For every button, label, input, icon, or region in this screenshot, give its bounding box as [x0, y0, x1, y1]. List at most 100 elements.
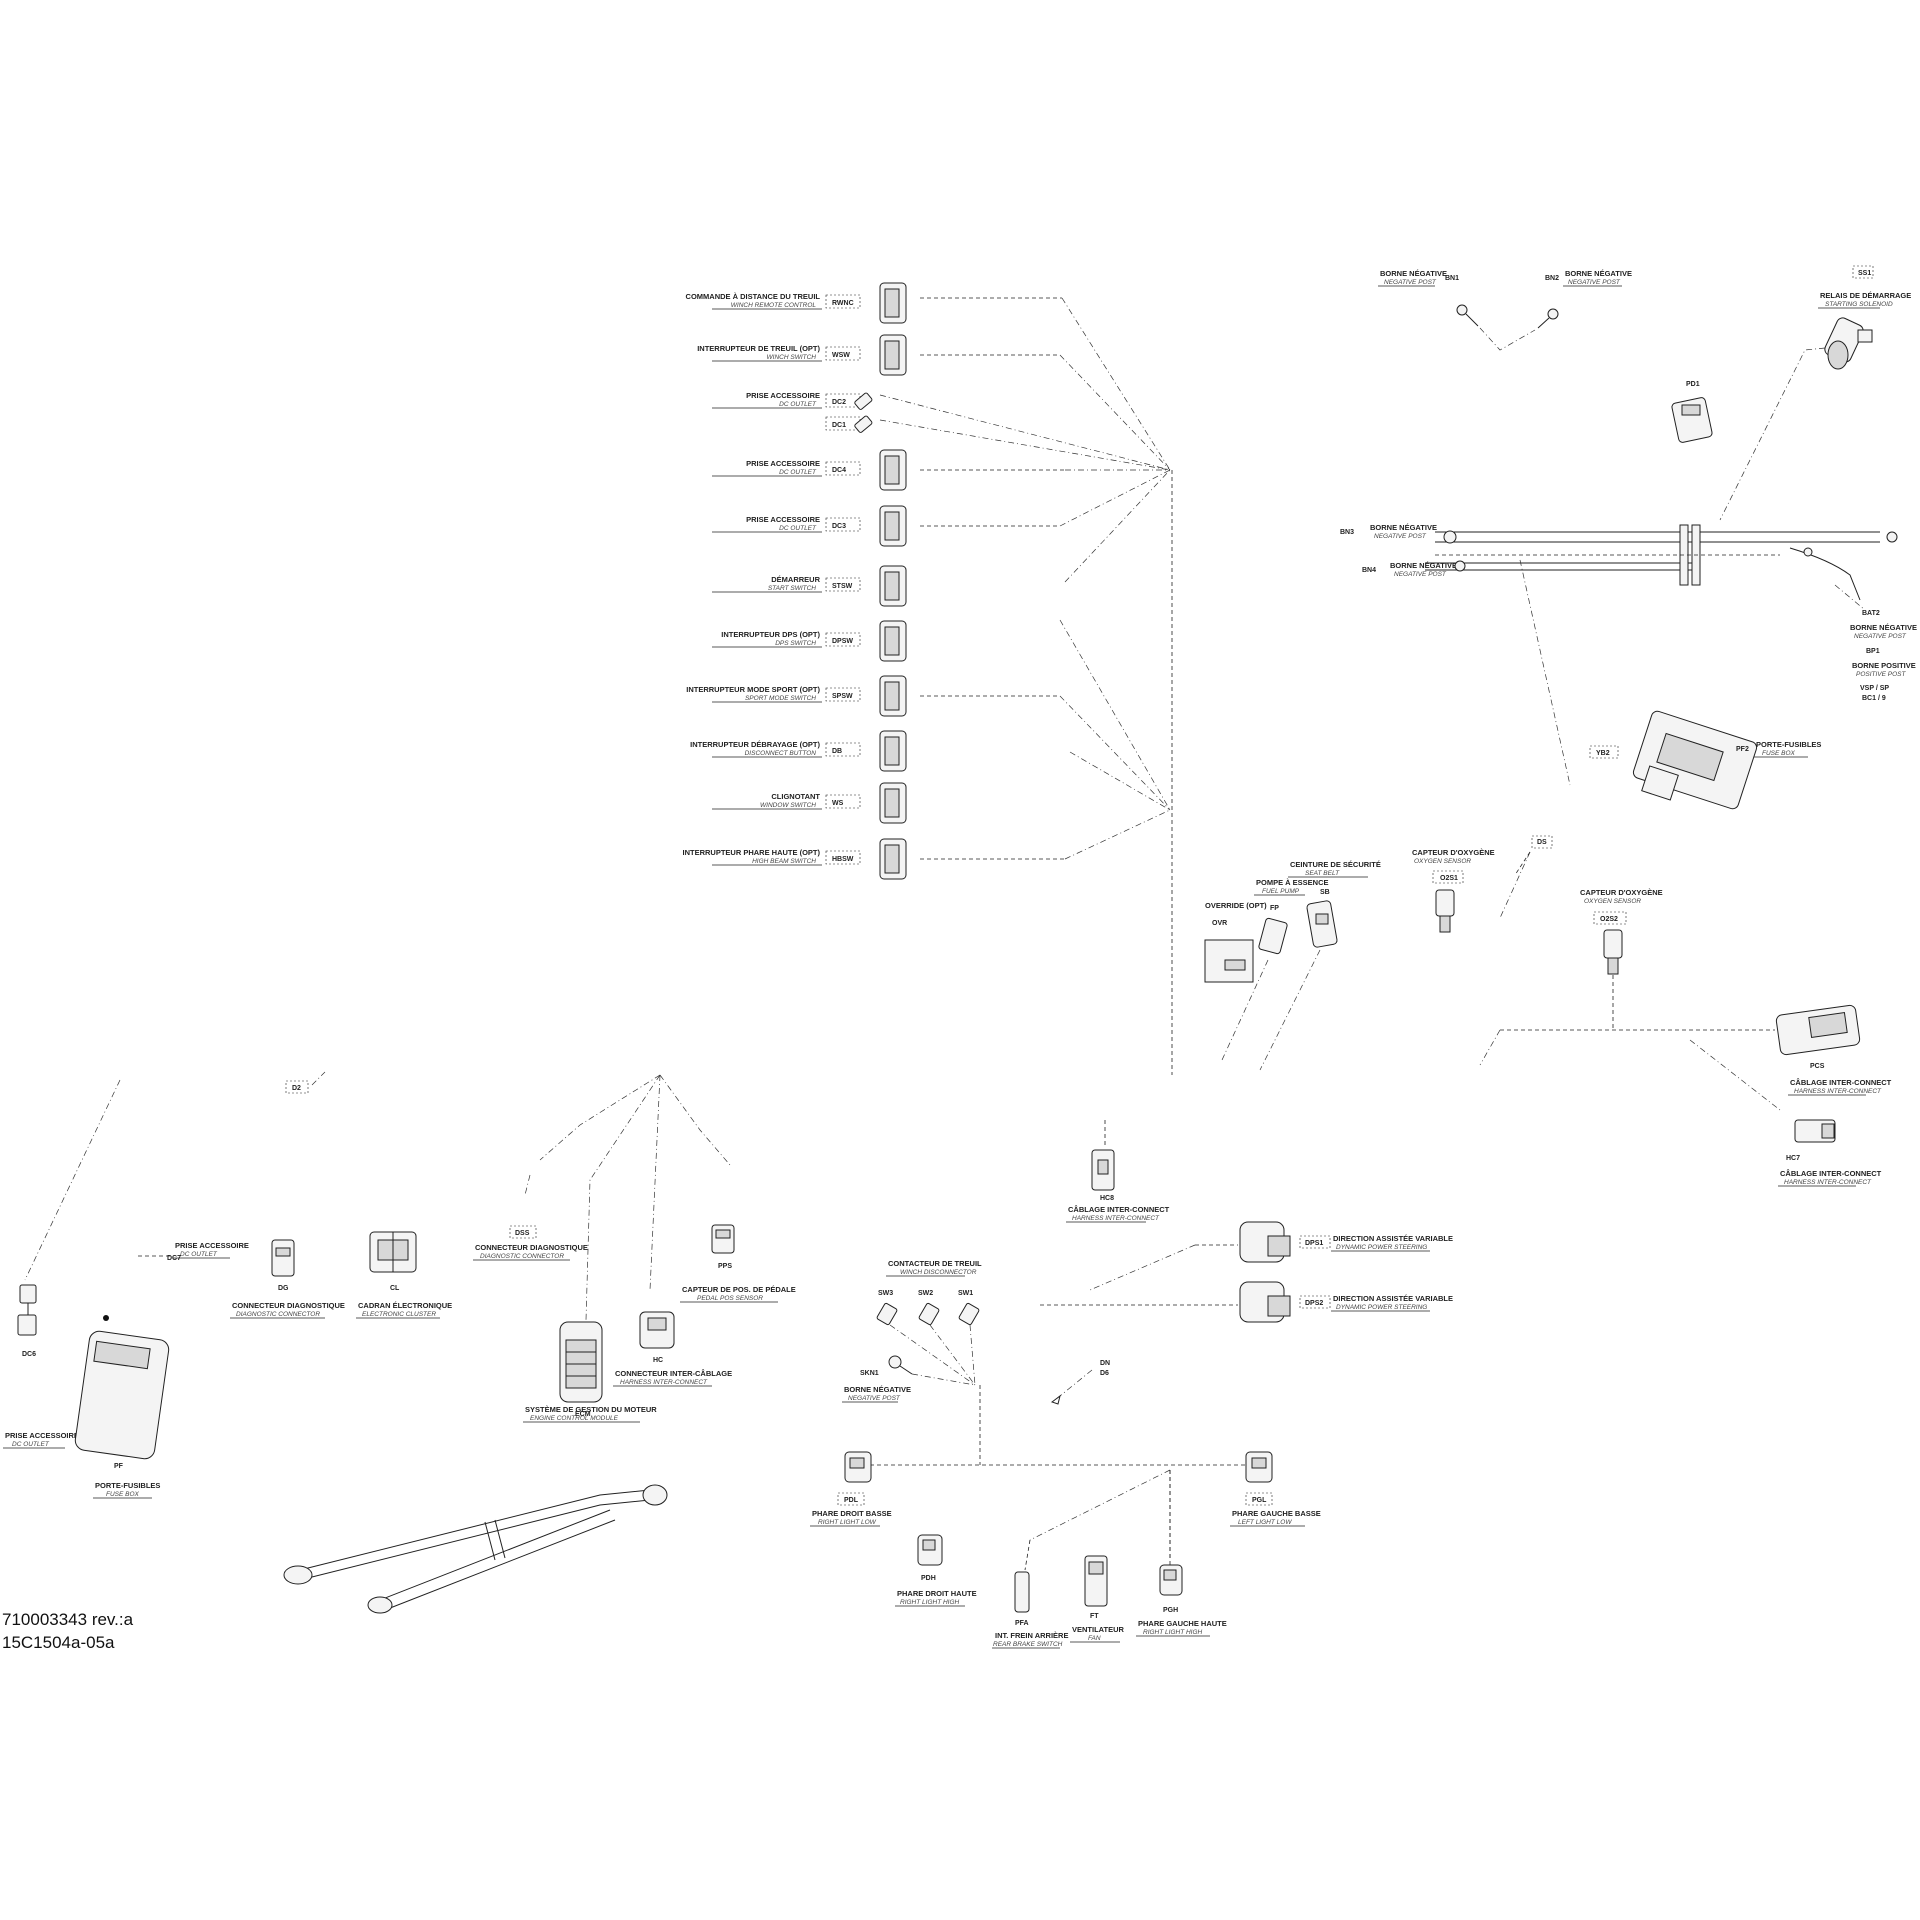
- svg-text:CAPTEUR D'OXYGÈNE: CAPTEUR D'OXYGÈNE: [1412, 848, 1495, 857]
- battery-area: BORNE NÉGATIVE NEGATIVE POST BN1 BN2 BOR…: [1340, 265, 1917, 810]
- svg-text:NEGATIVE POST: NEGATIVE POST: [1374, 533, 1427, 540]
- diagnostic-connector-icon: [271, 1239, 295, 1277]
- svg-text:FUEL PUMP: FUEL PUMP: [1262, 888, 1300, 895]
- fan-connector-icon: [1084, 1555, 1108, 1607]
- svg-text:O2S2: O2S2: [1600, 916, 1618, 923]
- component-code: STSW: [832, 583, 853, 590]
- svg-text:FP: FP: [1270, 905, 1279, 912]
- component-code: DPSW: [832, 638, 853, 645]
- svg-text:HC7: HC7: [1786, 1155, 1800, 1162]
- svg-text:ELECTRONIC CLUSTER: ELECTRONIC CLUSTER: [362, 1311, 436, 1318]
- svg-text:CÂBLAGE INTER-CONNECT: CÂBLAGE INTER-CONNECT: [1790, 1078, 1892, 1087]
- svg-text:PORTE-FUSIBLES: PORTE-FUSIBLES: [1756, 740, 1821, 749]
- power-steering-dps2-icon: [1239, 1281, 1291, 1323]
- svg-text:WINCH DISCONNECTOR: WINCH DISCONNECTOR: [900, 1269, 977, 1276]
- svg-text:ENGINE CONTROL MODULE: ENGINE CONTROL MODULE: [530, 1415, 619, 1422]
- svg-text:VENTILATEUR: VENTILATEUR: [1072, 1625, 1125, 1634]
- component-label-fr: INTERRUPTEUR DPS (OPT): [721, 630, 820, 639]
- svg-text:SYSTÈME DE GESTION DU MOTEUR: SYSTÈME DE GESTION DU MOTEUR: [525, 1405, 657, 1414]
- component-label-en: SPORT MODE SWITCH: [745, 695, 816, 702]
- lower-center-group: CONTACTEUR DE TREUIL WINCH DISCONNECTOR …: [810, 1259, 1321, 1649]
- svg-text:BN3: BN3: [1340, 529, 1354, 536]
- svg-text:PF: PF: [114, 1463, 124, 1470]
- svg-text:SW1: SW1: [958, 1290, 973, 1297]
- component-label-fr: COMMANDE À DISTANCE DU TREUIL: [686, 292, 821, 301]
- svg-text:POSITIVE POST: POSITIVE POST: [1856, 671, 1907, 678]
- component-dc1: DC1: [825, 415, 873, 433]
- component-label-fr: INTERRUPTEUR DE TREUIL (OPT): [697, 344, 820, 353]
- dc2-connector-icon: [854, 392, 873, 410]
- electronic-cluster-icon: [369, 1231, 417, 1273]
- svg-text:PRISE ACCESSOIRE: PRISE ACCESSOIRE: [175, 1241, 249, 1250]
- svg-text:PD1: PD1: [1686, 381, 1700, 388]
- svg-text:BN4: BN4: [1362, 567, 1376, 574]
- svg-text:LEFT LIGHT LOW: LEFT LIGHT LOW: [1238, 1519, 1292, 1526]
- oxygen-sensor-2-icon: [1603, 929, 1623, 975]
- component-label-fr: DÉMARREUR: [771, 575, 820, 584]
- svg-text:NEGATIVE POST: NEGATIVE POST: [1394, 571, 1447, 578]
- component-label-fr: PRISE ACCESSOIRE: [746, 515, 820, 524]
- component-label-en: DC OUTLET: [779, 525, 817, 532]
- component-code: DC1: [832, 422, 846, 429]
- svg-text:DSS: DSS: [515, 1230, 530, 1237]
- svg-text:SW3: SW3: [878, 1290, 893, 1297]
- svg-text:PDL: PDL: [844, 1497, 859, 1504]
- svg-text:O2S1: O2S1: [1440, 875, 1458, 882]
- svg-text:PHARE GAUCHE BASSE: PHARE GAUCHE BASSE: [1232, 1509, 1321, 1518]
- left-headlight-low-icon: [1245, 1451, 1273, 1483]
- svg-text:OVERRIDE (OPT): OVERRIDE (OPT): [1205, 901, 1267, 910]
- battery-cable-icon: [1425, 524, 1898, 601]
- fuel-pump-connector-icon: [1258, 917, 1288, 955]
- winch-switch-sw3-icon: [876, 1302, 898, 1326]
- svg-text:STARTING SOLENOID: STARTING SOLENOID: [1825, 301, 1893, 308]
- svg-text:BAT2: BAT2: [1862, 610, 1880, 617]
- component-code: WSW: [832, 352, 850, 359]
- negative-post-bn2-icon: [1537, 308, 1559, 329]
- svg-text:OXYGEN SENSOR: OXYGEN SENSOR: [1584, 898, 1641, 905]
- battery-cable-set-icon: [283, 1484, 668, 1614]
- negative-post-bn1-icon: [1456, 304, 1479, 327]
- svg-text:D6: D6: [1100, 1370, 1109, 1377]
- svg-text:OVR: OVR: [1212, 920, 1227, 927]
- svg-text:PGL: PGL: [1252, 1497, 1267, 1504]
- svg-text:OXYGEN SENSOR: OXYGEN SENSOR: [1414, 858, 1471, 865]
- svg-text:BORNE NÉGATIVE: BORNE NÉGATIVE: [1380, 269, 1447, 278]
- svg-text:DIRECTION ASSISTÉE VARIABLE: DIRECTION ASSISTÉE VARIABLE: [1333, 1234, 1453, 1243]
- svg-text:PEDAL POS SENSOR: PEDAL POS SENSOR: [697, 1295, 763, 1302]
- svg-text:CAPTEUR D'OXYGÈNE: CAPTEUR D'OXYGÈNE: [1580, 888, 1663, 897]
- right-headlight-low-icon: [844, 1451, 872, 1483]
- svg-text:FAN: FAN: [1088, 1635, 1101, 1642]
- svg-text:PHARE GAUCHE HAUTE: PHARE GAUCHE HAUTE: [1138, 1619, 1227, 1628]
- fuse-box-pf-icon: [74, 1315, 170, 1460]
- stsw-connector-icon: [879, 565, 907, 607]
- svg-text:SW2: SW2: [918, 1290, 933, 1297]
- harness-interconnect-hc8-icon: [1091, 1149, 1115, 1191]
- svg-text:BORNE NÉGATIVE: BORNE NÉGATIVE: [844, 1385, 911, 1394]
- dc-outlet-dc6-icon: [17, 1284, 37, 1336]
- svg-text:POMPE À ESSENCE: POMPE À ESSENCE: [1256, 878, 1329, 887]
- svg-text:RIGHT LIGHT HIGH: RIGHT LIGHT HIGH: [1143, 1629, 1203, 1636]
- right-headlight-high-icon: [917, 1534, 943, 1566]
- dpsw-connector-icon: [879, 620, 907, 662]
- svg-text:HARNESS INTER-CONNECT: HARNESS INTER-CONNECT: [1784, 1179, 1872, 1186]
- svg-text:DYNAMIC POWER STEERING: DYNAMIC POWER STEERING: [1336, 1244, 1427, 1251]
- illustration-number: 15C1504a-05a: [2, 1633, 115, 1652]
- starting-solenoid-icon: [1824, 317, 1873, 370]
- svg-text:BORNE POSITIVE: BORNE POSITIVE: [1852, 661, 1916, 670]
- svg-text:PF2: PF2: [1736, 746, 1749, 753]
- svg-text:CONNECTEUR DIAGNOSTIQUE: CONNECTEUR DIAGNOSTIQUE: [475, 1243, 588, 1252]
- svg-text:CL: CL: [390, 1285, 400, 1292]
- component-label-en: DPS SWITCH: [775, 640, 816, 647]
- svg-text:DIAGNOSTIC CONNECTOR: DIAGNOSTIC CONNECTOR: [236, 1311, 320, 1318]
- svg-text:SEAT BELT: SEAT BELT: [1305, 870, 1340, 877]
- middle-right-group: OVERRIDE (OPT) OVR POMPE À ESSENCE FUEL …: [1040, 835, 1892, 1323]
- db-connector-icon: [879, 730, 907, 772]
- svg-text:CONNECTEUR DIAGNOSTIQUE: CONNECTEUR DIAGNOSTIQUE: [232, 1301, 345, 1310]
- component-label-fr: INTERRUPTEUR MODE SPORT (OPT): [686, 685, 820, 694]
- svg-text:BORNE NÉGATIVE: BORNE NÉGATIVE: [1565, 269, 1632, 278]
- svg-text:PHARE DROIT HAUTE: PHARE DROIT HAUTE: [897, 1589, 977, 1598]
- svg-text:DC7: DC7: [167, 1255, 181, 1262]
- wsw-connector-icon: [879, 334, 907, 376]
